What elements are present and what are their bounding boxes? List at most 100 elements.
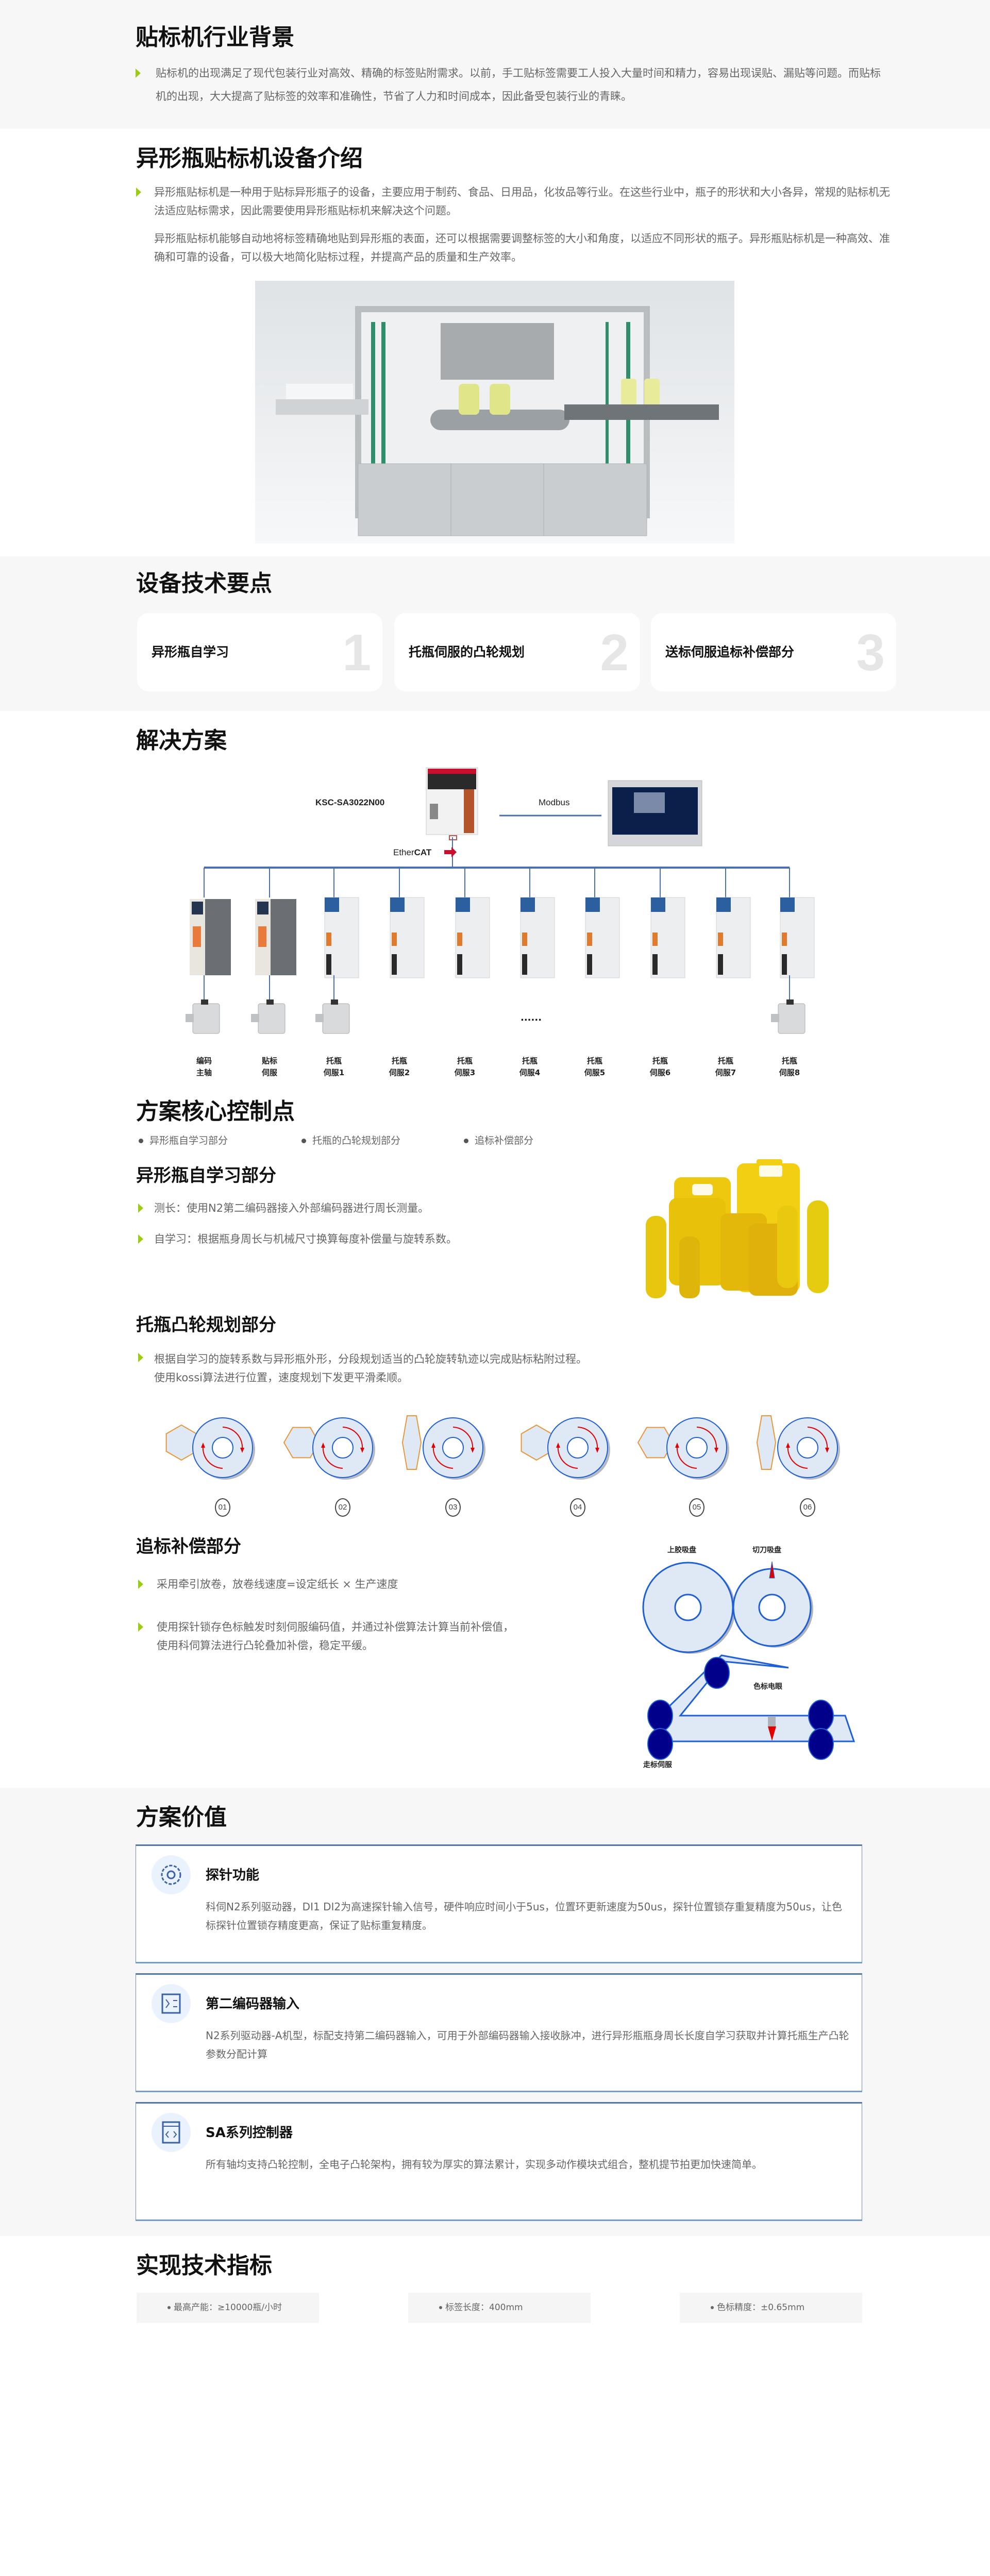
page-title: 贴标机行业背景: [136, 24, 294, 50]
value-title: 方案价值: [136, 1804, 227, 1831]
intro-paragraph-2: 异形瓶贴标机能够自动地将标签精确地贴到异形瓶的表面，还可以根据需要调整标签的大小…: [154, 232, 890, 263]
node-label-line: 托瓶: [457, 1056, 473, 1065]
rotation-arrow-icon: [557, 1445, 578, 1469]
servo-node: [585, 868, 620, 978]
cutter-disc-label: 切刀吸盘: [752, 1546, 781, 1554]
node-label-line: 伺服2: [389, 1068, 410, 1077]
cam-step-wheel: [756, 1415, 840, 1480]
bottle-shape-icon: [756, 1415, 777, 1470]
servo-node-label: 编码主轴: [189, 1055, 220, 1079]
controller-icon: [426, 767, 478, 840]
tech-point-number: 1: [342, 624, 371, 682]
rotation-arrow-icon: [676, 1445, 697, 1469]
rotation-arrow-icon: [342, 1427, 363, 1450]
cutter-arrow-icon: [769, 1561, 775, 1579]
core-bullet-2: 托瓶的凸轮规划部分: [301, 1133, 400, 1148]
ethercat-logo: EtherCAT: [393, 848, 431, 858]
node-label-line: 伺服7: [715, 1068, 736, 1077]
solution-topology-diagram: [186, 767, 815, 1034]
bullet-arrow-icon: [136, 69, 141, 78]
servo-motor-icon: [186, 999, 220, 1034]
servo-drive-classic-icon: [190, 899, 231, 975]
bullet-arrow-icon: [138, 1353, 143, 1362]
servo-node-label: 托瓶伺服1: [318, 1055, 349, 1079]
glue-disc-label: 上胶吸盘: [667, 1546, 696, 1554]
servo-drive-n2-icon: [520, 897, 555, 978]
rotation-arrow-icon: [807, 1427, 828, 1450]
node-label-line: 伺服8: [779, 1068, 800, 1077]
node-label-line: 伺服4: [519, 1068, 541, 1077]
metric-label-length: 标签长度：400mm: [408, 2293, 591, 2323]
value-card-encoder: 第二编码器输入 N2系列驱动器-A机型，标配支持第二编码器输入，可用于外部编码器…: [136, 1973, 862, 2092]
tech-point-label: 托瓶伺服的凸轮规划: [409, 645, 525, 659]
rotation-arrow-icon: [696, 1427, 717, 1450]
servo-drive-n2-icon: [390, 897, 425, 978]
tech-point-number: 3: [856, 624, 885, 682]
node-label-line: 托瓶: [717, 1056, 733, 1065]
metric-capacity: 最高产能：≥10000瓶/小时: [137, 2293, 319, 2323]
cam-step-wheel: [165, 1417, 255, 1480]
core-bullet-1: 异形瓶自学习部分: [139, 1133, 228, 1148]
servo-node: [186, 868, 231, 1034]
bottle-shape-icon: [521, 1424, 552, 1461]
servo-node: [315, 868, 359, 1034]
node-label-line: 伺服5: [584, 1068, 606, 1077]
more-nodes-ellipsis: ......: [521, 1012, 542, 1023]
core-bullet-label: 追标补偿部分: [475, 1135, 534, 1146]
rotation-arrow-icon: [322, 1445, 343, 1469]
value-card-text: N2系列驱动器-A机型，标配支持第二编码器输入，可用于外部编码器输入接收脉冲，进…: [206, 2029, 849, 2060]
node-label-line: 托瓶: [781, 1056, 797, 1065]
cam-step-wheel: [521, 1417, 610, 1480]
tracking-title: 追标补偿部分: [136, 1536, 241, 1557]
cam-step-number: 05: [689, 1498, 704, 1517]
solution-title: 解决方案: [136, 727, 227, 754]
servo-drive-classic-icon: [255, 899, 296, 975]
self-learning-item-1: 测长：使用N2第二编码器接入外部编码器进行周长测量。: [154, 1202, 429, 1214]
ethercat-arrow-icon: [444, 847, 457, 857]
servo-node: [455, 868, 490, 978]
cam-step-wheel: [283, 1417, 375, 1480]
servo-node-label: 托瓶伺服3: [449, 1055, 480, 1079]
node-label-line: 托瓶: [522, 1056, 538, 1065]
bullet-dot-icon: [301, 1139, 306, 1143]
node-label-line: 伺服3: [454, 1068, 476, 1077]
controller-label: KSC-SA3022N00: [315, 798, 385, 807]
background-text: 贴标机的出现满足了现代包装行业对高效、精确的标签贴附需求。以前，手工贴标签需要工…: [156, 67, 881, 103]
cam-step-wheel: [401, 1415, 485, 1480]
servo-drive-n2-icon: [650, 897, 685, 978]
value-card-title: 第二编码器输入: [206, 1996, 300, 2012]
encoder-icon: [152, 1984, 191, 2023]
node-label-line: 伺服: [261, 1068, 277, 1077]
cam-title: 托瓶凸轮规划部分: [136, 1315, 276, 1335]
tech-point-label: 送标伺服追标补偿部分: [665, 645, 795, 659]
value-card-controller: SA系列控制器 所有轴均支持凸轮控制，全电子凸轮架构，拥有较为厚实的算法累计，实…: [136, 2102, 862, 2221]
core-bullet-3: 追标补偿部分: [464, 1133, 533, 1148]
tech-points-title: 设备技术要点: [136, 570, 272, 597]
servo-drive-n2-icon: [585, 897, 620, 978]
cam-step-number: 03: [445, 1498, 461, 1517]
metric-text: 标签长度：400mm: [445, 2302, 523, 2313]
servo-motor-icon: [251, 999, 286, 1034]
cam-step-number: 02: [335, 1498, 350, 1517]
ethercat-logo-part: CAT: [414, 848, 432, 857]
rotation-arrow-icon: [432, 1445, 454, 1469]
metrics-title: 实现技术指标: [136, 2252, 272, 2279]
label-tracking-diagram: [642, 1561, 855, 1760]
bullet-arrow-icon: [138, 1234, 143, 1244]
bullet-dot-icon: [711, 2306, 714, 2309]
servo-node-label: 托瓶伺服2: [384, 1055, 415, 1079]
self-learning-title: 异形瓶自学习部分: [136, 1165, 276, 1186]
value-card-probe: 探针功能 科伺N2系列驱动器，DI1 DI2为高速探针输入信号，硬件响应时间小于…: [136, 1844, 862, 1963]
servo-node: [716, 868, 751, 978]
rotation-arrow-icon: [452, 1427, 474, 1450]
servo-node-label: 托瓶伺服7: [710, 1055, 741, 1079]
node-label-line: 托瓶: [391, 1056, 407, 1065]
bullet-dot-icon: [139, 1139, 143, 1143]
servo-drive-n2-icon: [780, 897, 815, 978]
servo-motor-icon: [315, 999, 350, 1034]
hmi-panel-icon: [608, 780, 702, 846]
bullet-arrow-icon: [138, 1580, 143, 1589]
code-window-icon: [152, 2113, 191, 2152]
